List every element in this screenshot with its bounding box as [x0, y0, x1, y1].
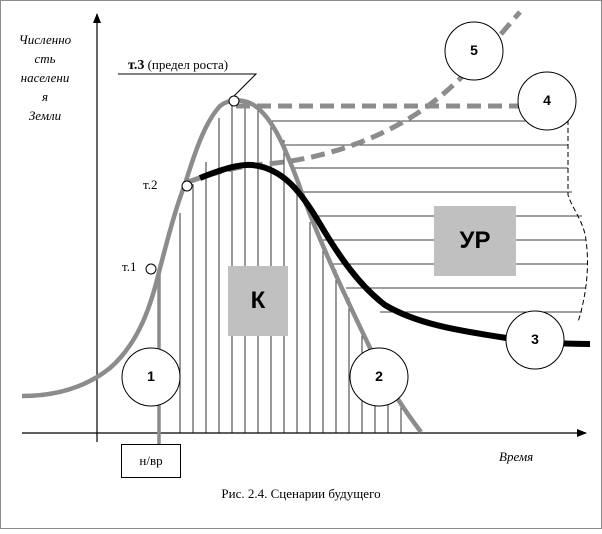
point-t3-label: т.3 (предел роста): [128, 57, 228, 74]
point-t1-marker: [145, 263, 157, 275]
scenario-1-number: 1: [147, 368, 155, 384]
point-t3-name: т.3: [128, 58, 145, 73]
region-ur-box: УР: [434, 206, 516, 276]
point-t3-marker: [228, 95, 240, 107]
scenario-2-number: 2: [375, 368, 383, 384]
point-t3-note: (предел роста): [147, 57, 229, 72]
x-axis-label: Время: [499, 449, 534, 464]
ur-boundary-dashed: [567, 120, 588, 323]
region-k-box: К: [228, 266, 288, 336]
point-t2-label: т.2: [143, 177, 158, 192]
scenario-3-number: 3: [531, 331, 539, 347]
scenario-5-number: 5: [470, 42, 478, 58]
scenario-3-circle: [505, 310, 565, 370]
point-t2-marker: [181, 180, 193, 192]
gray-population-curve: [21, 98, 423, 434]
scenario-5-circle: [444, 21, 504, 81]
scenario-2-circle: [349, 347, 409, 407]
figure-caption: Рис. 2.4. Сценарии будущего: [221, 486, 381, 501]
y-axis-label: Численно сть населени я Земли: [18, 32, 72, 123]
t3-leader-line: [118, 73, 258, 97]
point-t1-label: т.1: [122, 259, 137, 274]
scenario-1-circle: [121, 347, 181, 407]
scenario-4-circle: [517, 71, 577, 131]
present-time-marker: н/вр: [121, 444, 181, 478]
ur-region-hatching: [272, 120, 588, 313]
scenario-4-number: 4: [543, 92, 551, 108]
